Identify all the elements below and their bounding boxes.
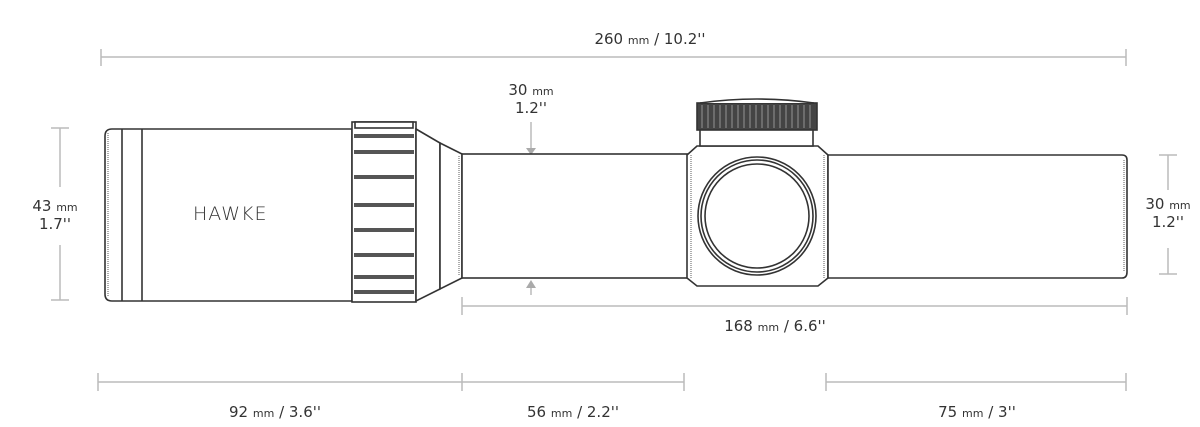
overall-length-label: 260 mm / 10.2'' — [594, 30, 706, 48]
objective-section-label: 92 mm / 3.6'' — [228, 403, 321, 421]
tube-diameter-label: 30 mm 1.2'' — [508, 81, 554, 117]
rear-mount-label: 75 mm / 3'' — [938, 403, 1016, 421]
front-mount-label: 56 mm / 2.2'' — [526, 403, 619, 421]
dimension-lines — [51, 49, 1177, 391]
scope-outline — [104, 98, 1128, 303]
objective-diameter-label: 43 mm 1.7'' — [32, 197, 78, 233]
brand-logo: HAWKE — [193, 203, 268, 225]
tube-length-label: 168 mm / 6.6'' — [724, 317, 826, 335]
eyepiece-diameter-label: 30 mm 1.2'' — [1145, 195, 1191, 231]
